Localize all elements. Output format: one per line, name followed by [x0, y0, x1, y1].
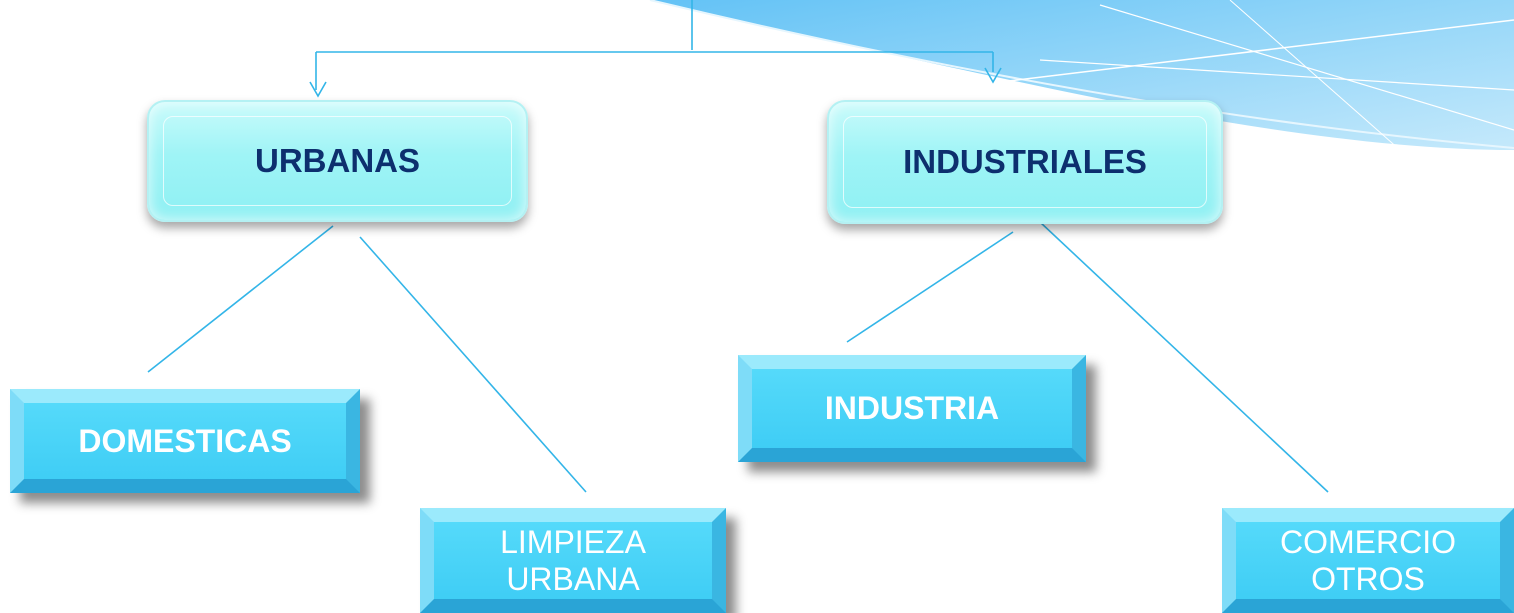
- arrow-head-left: [309, 81, 327, 98]
- leaf-label-comercio-otros: COMERCIO OTROS: [1280, 524, 1456, 598]
- connector-industriales-industria: [846, 231, 1014, 343]
- connector-urbanas-limpieza: [359, 236, 587, 493]
- leaf-box-domesticas: DOMESTICAS: [10, 389, 360, 493]
- leaf-box-comercio-otros: COMERCIO OTROS: [1222, 508, 1514, 613]
- leaf-label-limpieza: LIMPIEZA: [500, 523, 646, 560]
- leaf-box-industria: INDUSTRIA: [738, 355, 1086, 462]
- trunk-connector: [315, 0, 994, 90]
- category-label-industriales: INDUSTRIALES: [903, 143, 1147, 180]
- connector-industriales-comercio: [1039, 221, 1329, 493]
- category-label-urbanas: URBANAS: [255, 142, 420, 179]
- leaf-box-limpieza-urbana: LIMPIEZA URBANA: [420, 508, 726, 613]
- leaf-label-otros: OTROS: [1311, 560, 1425, 597]
- leaf-label-domesticas: DOMESTICAS: [78, 422, 292, 459]
- arrow-head-right: [984, 67, 1002, 84]
- category-box-urbanas: URBANAS: [147, 100, 528, 222]
- leaf-label-limpieza-urbana: LIMPIEZA URBANA: [500, 524, 646, 598]
- leaf-label-comercio: COMERCIO: [1280, 523, 1456, 560]
- leaf-label-urbana: URBANA: [506, 560, 640, 597]
- leaf-label-industria: INDUSTRIA: [824, 390, 1000, 426]
- category-box-industriales: INDUSTRIALES: [827, 100, 1223, 224]
- connector-urbanas-domesticas: [147, 225, 334, 373]
